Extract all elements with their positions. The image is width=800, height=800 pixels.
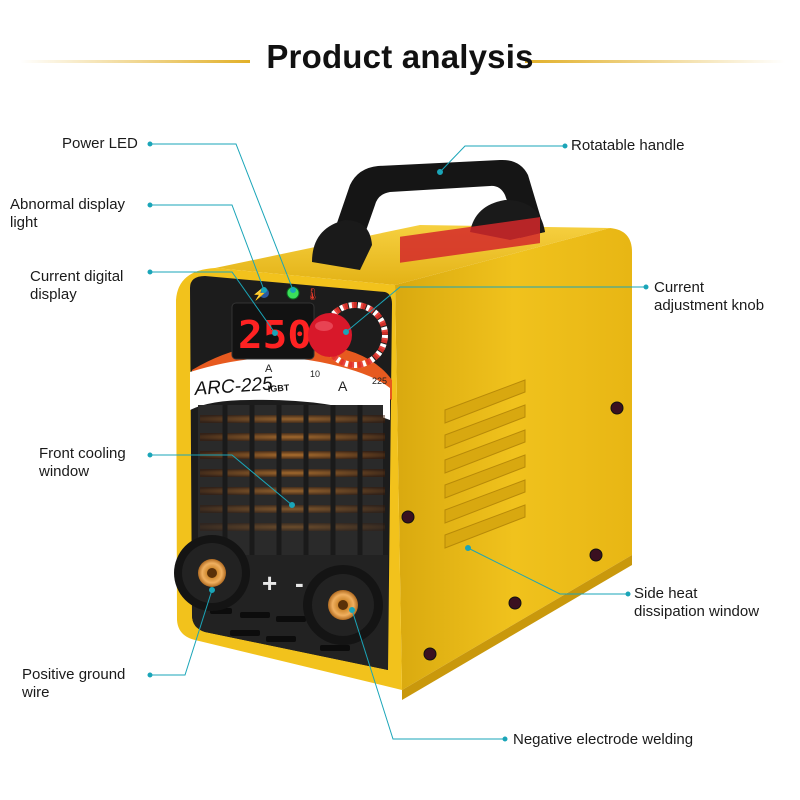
minus-sign: - [295,568,304,598]
plus-sign: + [262,568,277,598]
thermometer-icon: 🌡 [305,287,320,301]
label-negative-text: Negative electrode welding [513,731,694,748]
label-power-led: Power LED [62,135,138,153]
handle [325,159,545,262]
label-power-led-text: Power LED [62,135,138,152]
label-cooling-line2: window [39,463,90,480]
model-strip [190,357,390,420]
callout-lines [147,141,649,742]
label-abnormal-line1: Abnormal display [10,196,126,213]
label-handle-text: Rotatable handle [571,137,685,154]
side-louvers [444,379,526,549]
label-front-cooling: Front cooling window [39,445,126,481]
label-ground-line1: Positive ground [22,666,126,683]
label-abnormal-light: Abnormal display light [10,196,125,232]
label-positive-ground: Positive ground wire [22,666,125,702]
label-ground-line2: wire [22,684,50,701]
negative-terminal [303,565,383,645]
title-rule-left [20,60,250,63]
label-abnormal-line2: light [10,214,38,231]
warning-label [400,217,540,263]
display-unit: A [265,363,273,375]
label-side-line1: Side heat [634,585,698,602]
model-tech: IGBT [267,382,290,394]
page-title: Product analysis [266,38,534,75]
label-knob-line2: adjustment knob [654,297,765,314]
label-side-line2: dissipation window [634,603,760,620]
grille-bars [222,405,363,555]
label-knob-line1: Current [654,279,705,296]
dial-max-label: 225 [372,376,387,386]
label-digital-line2: display [30,286,77,303]
grille-slots [200,415,385,531]
label-negative-electrode: Negative electrode welding [513,731,693,749]
dial-unit: A [338,378,348,394]
side-bottom [402,555,632,700]
positive-terminal [174,535,250,611]
screws [401,401,624,661]
label-rotatable-handle: Rotatable handle [571,137,684,155]
title-rule-right [525,60,785,63]
label-digital-display: Current digital display [30,268,123,304]
handle-base-left [312,220,372,270]
label-cooling-line1: Front cooling [39,445,126,462]
label-digital-line1: Current digital [30,268,124,285]
dial-min-label: 10 [310,369,320,379]
adjustment-knob [308,313,352,357]
label-adjustment-knob: Current adjustment knob [654,279,764,315]
title-bar: Product analysis [0,38,800,86]
label-side-heat: Side heat dissipation window [634,585,759,621]
